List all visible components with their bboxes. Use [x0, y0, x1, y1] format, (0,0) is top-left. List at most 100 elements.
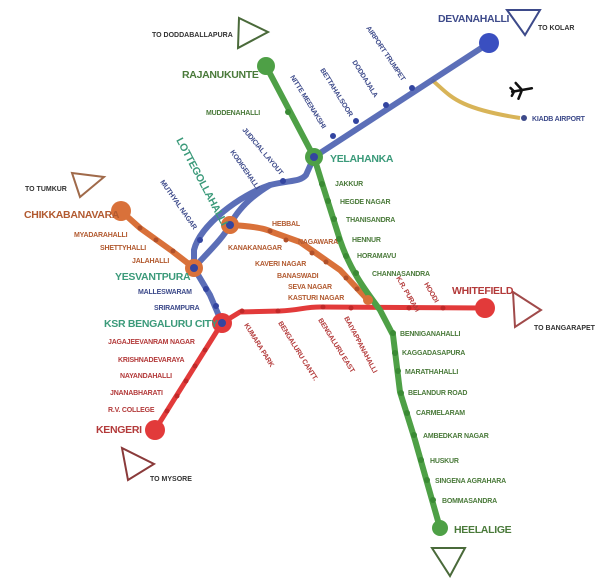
label-kengeri: KENGERI: [96, 424, 142, 436]
direction-arrow-tumkur: [70, 171, 107, 199]
label-yesvantpura: YESVANTPURA: [115, 271, 191, 283]
station-label: MYADARAHALLI: [74, 232, 128, 239]
station-label: R.V. COLLEGE: [108, 407, 155, 414]
label-to-mysore: TO MYSORE: [150, 476, 192, 483]
station-dot: [390, 330, 396, 336]
station-label: HORAMAVU: [357, 253, 396, 260]
station-label: BELANDUR ROAD: [408, 390, 467, 397]
station-label: CARMELARAM: [416, 410, 465, 417]
station-label: KASTURI NAGAR: [288, 295, 344, 302]
interchange-ksr[interactable]: [212, 313, 232, 333]
station-label: HEGDE NAGAR: [340, 199, 390, 206]
terminal-whitefield[interactable]: [475, 298, 495, 318]
station-label: MALLESWARAM: [138, 289, 192, 296]
station-label: HEBBAL: [272, 221, 301, 228]
station-label: BOMMASANDRA: [442, 498, 497, 505]
station-dot: [197, 237, 203, 243]
direction-arrow-bangarapet: [511, 290, 543, 329]
airplane-icon: [509, 81, 534, 100]
direction-arrow-kolar: [505, 9, 542, 37]
station-dot: [404, 410, 410, 416]
terminal-devanahalli[interactable]: [479, 33, 499, 53]
label-to-kolar: TO KOLAR: [538, 25, 574, 32]
station-label: JAKKUR: [335, 181, 363, 188]
station-dot: [213, 303, 219, 309]
station-dot: [348, 305, 354, 311]
station-label: HUSKUR: [430, 458, 459, 465]
station-dot: [319, 181, 325, 187]
station-dot: [331, 216, 337, 222]
station-label: BENGALURU CANTT.: [276, 320, 318, 382]
station-label: JALAHALLI: [132, 258, 169, 265]
red-line-east: [219, 304, 488, 326]
station-label: BANASWADI: [277, 273, 319, 280]
station-dot: [353, 118, 359, 124]
station-dot: [309, 250, 315, 256]
station-dot: [418, 457, 424, 463]
station-label: BETTAHALSOOR: [318, 67, 353, 118]
station-label: NAGAWARA: [298, 239, 338, 246]
station-label: KAVERI NAGAR: [255, 261, 306, 268]
station-dot: [174, 393, 180, 399]
interchange-kasturi-nagar[interactable]: [363, 295, 373, 305]
station-label: SEVA NAGAR: [288, 284, 332, 291]
direction-arrow-doddaballapura: [236, 16, 271, 50]
station-label: JNANABHARATI: [110, 390, 163, 397]
label-to-tumkur: TO TUMKUR: [25, 186, 67, 193]
station-dot: [202, 347, 208, 353]
station-label: JAGAJEEVANRAM NAGAR: [108, 339, 195, 346]
station-dot: [275, 308, 281, 314]
label-yelahanka: YELAHANKA: [330, 153, 394, 165]
station-label: MUDDENAHALLI: [206, 110, 260, 117]
direction-arrow-heelalige: [430, 547, 467, 578]
station-label: NAYANDAHALLI: [120, 373, 172, 380]
station-dot: [395, 368, 401, 374]
station-dot: [411, 432, 417, 438]
station-dot: [383, 102, 389, 108]
airport-line: [430, 78, 521, 120]
station-dot: [183, 378, 189, 384]
label-kiadb-airport: KIADB AIRPORT: [532, 116, 586, 123]
station-dot: [424, 477, 430, 483]
station-label: THANISANDRA: [346, 217, 395, 224]
station-label: HENNUR: [352, 237, 381, 244]
terminal-rajanukunte[interactable]: [257, 57, 275, 75]
station-label: BENNIGANAHALLI: [400, 331, 460, 338]
label-to-doddaballapura: TO DODDABALLAPURA: [152, 32, 233, 39]
terminal-kengeri[interactable]: [145, 420, 165, 440]
station-dot: [192, 363, 198, 369]
station-dot: [336, 236, 342, 242]
station-dot: [239, 308, 245, 314]
station-label: SHETTYHALLI: [100, 245, 146, 252]
station-label: KANAKANAGAR: [228, 245, 282, 252]
station-dot: [323, 259, 329, 265]
label-rajanukunte: RAJANUKUNTE: [182, 69, 259, 81]
station-dot: [330, 133, 336, 139]
direction-arrow-mysore: [120, 446, 157, 482]
interchange-hebbal[interactable]: [221, 216, 239, 234]
station-dot: [285, 109, 291, 115]
station-dot: [392, 350, 398, 356]
station-label: HOODI: [422, 282, 439, 305]
station-dot: [153, 237, 159, 243]
station-dot: [170, 248, 176, 254]
interchange-yesvantpura[interactable]: [185, 259, 203, 277]
station-label: KUMARA PARK: [242, 322, 274, 368]
terminal-heelalige[interactable]: [432, 520, 448, 536]
station-dot: [409, 85, 415, 91]
label-ksr: KSR BENGALURU CITY: [104, 318, 218, 330]
station-dot: [353, 270, 359, 276]
station-label: AMBEDKAR NAGAR: [423, 433, 489, 440]
station-dot: [203, 286, 209, 292]
label-whitefield: WHITEFIELD: [452, 285, 514, 297]
station-label: KAGGADASAPURA: [402, 350, 465, 357]
interchange-yelahanka[interactable]: [305, 148, 323, 166]
airport-station-dot: [521, 115, 527, 121]
label-chikkabanavara: CHIKKABANAVARA: [24, 209, 120, 221]
label-devanahalli: DEVANAHALLI: [438, 13, 510, 25]
station-label: AIRPORT TRUMPET: [364, 25, 406, 83]
station-dot: [320, 304, 326, 310]
terminal-chikkabanavara[interactable]: [111, 201, 131, 221]
station-dot: [283, 237, 289, 243]
